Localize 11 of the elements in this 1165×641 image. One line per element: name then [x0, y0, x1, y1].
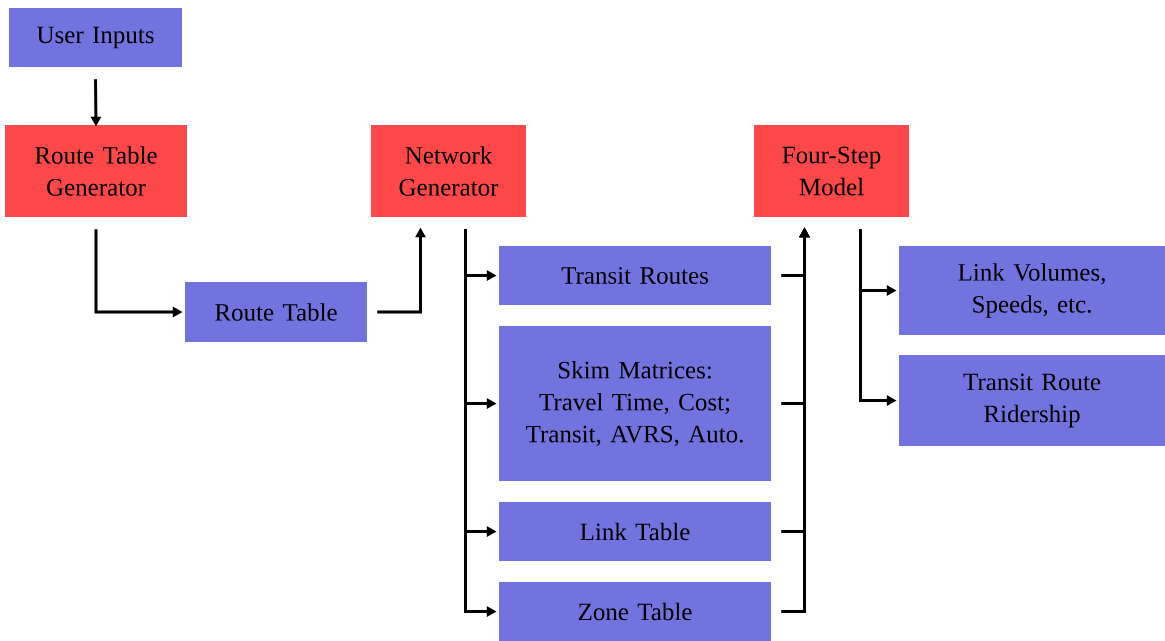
data-box: Skim Matrices: Travel Time, Cost; Transit, AVRS, Auto.: [499, 326, 771, 481]
process-box: Network Generator: [371, 125, 526, 217]
data-box: Zone Table: [499, 582, 771, 641]
data-box: Link Table: [499, 502, 771, 561]
data-box: Transit Routes: [499, 246, 771, 305]
input-box: User Inputs: [9, 8, 182, 67]
process-box: Route Table Generator: [5, 125, 187, 217]
process-box: Four-Step Model: [754, 125, 909, 217]
data-box: Route Table: [185, 282, 367, 342]
data-box: Transit Route Ridership: [899, 355, 1165, 446]
data-box: Link Volumes, Speeds, etc.: [899, 246, 1165, 335]
